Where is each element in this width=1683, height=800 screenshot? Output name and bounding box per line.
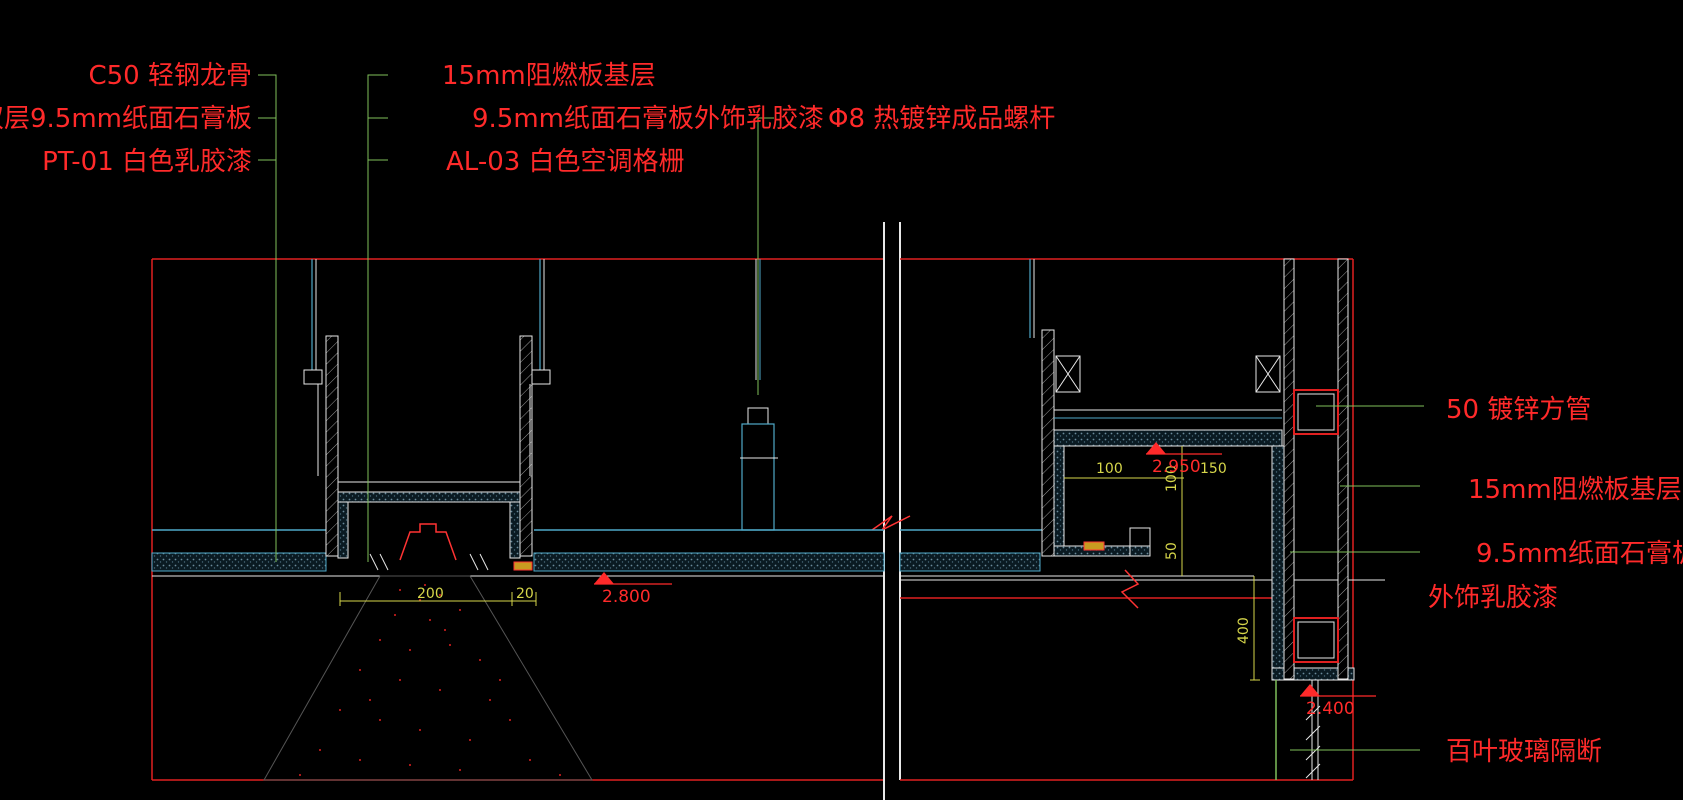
dim-100-vertical: 100	[1164, 465, 1180, 492]
break-line	[871, 222, 911, 800]
label-gypsum-board-right: 9.5mm纸面石膏板	[1476, 539, 1683, 569]
elevation-marker-2400: 2.400	[1300, 684, 1376, 719]
dim-100-horizontal: 100	[1096, 461, 1123, 477]
elevation-marker-2800: 2.800	[594, 572, 672, 607]
label-fire-board-base: 15mm阻燃板基层	[442, 61, 656, 91]
elevation-2950: 2.950	[1152, 457, 1201, 477]
left-channel-bulkhead	[303, 259, 551, 559]
left-ceiling-panels	[151, 529, 885, 577]
center-hanger-rod	[740, 259, 778, 531]
dim-50: 50	[1164, 542, 1180, 560]
right-label-group: 50 镀锌方管 15mm阻燃板基层 9.5mm纸面石膏板 外饰乳胶漆 百叶玻璃隔…	[1428, 395, 1683, 767]
dim-200: 200	[417, 586, 444, 602]
elevation-marker-2950: 2.950	[1146, 442, 1222, 477]
label-al03-ac-grille: AL-03 白色空调格栅	[446, 147, 685, 177]
elevation-2800: 2.800	[602, 587, 651, 607]
leader-lines	[258, 74, 1424, 751]
right-ceiling	[899, 258, 1385, 780]
right-section-frame	[900, 258, 1354, 781]
label-threaded-rod: Φ8 热镀锌成品螺杆	[828, 104, 1055, 134]
dimension-lines	[339, 446, 1260, 681]
downlight-fixture	[263, 523, 593, 781]
left-label-group: C50 轻钢龙骨 双层9.5mm纸面石膏板 PT-01 白色乳胶漆	[0, 61, 252, 177]
label-galvanized-square-tube: 50 镀锌方管	[1446, 395, 1591, 425]
center-label-group: 15mm阻燃板基层 9.5mm纸面石膏板外饰乳胶漆 AL-03 白色空调格栅 Φ…	[442, 61, 1055, 177]
label-latex-paint-right: 外饰乳胶漆	[1428, 583, 1558, 613]
dim-400: 400	[1236, 617, 1252, 644]
label-louver-glass-partition: 百叶玻璃隔断	[1446, 737, 1602, 767]
label-c50-steel-keel: C50 轻钢龙骨	[88, 61, 252, 91]
label-pt01-latex-paint: PT-01 白色乳胶漆	[42, 147, 252, 177]
dim-20: 20	[516, 586, 534, 602]
elevation-2400: 2.400	[1306, 699, 1355, 719]
label-fire-board-base-right: 15mm阻燃板基层	[1468, 475, 1682, 505]
label-gypsum-latex: 9.5mm纸面石膏板外饰乳胶漆	[472, 104, 824, 134]
dim-150: 150	[1200, 461, 1227, 477]
label-double-gypsum-board: 双层9.5mm纸面石膏板	[0, 104, 252, 134]
